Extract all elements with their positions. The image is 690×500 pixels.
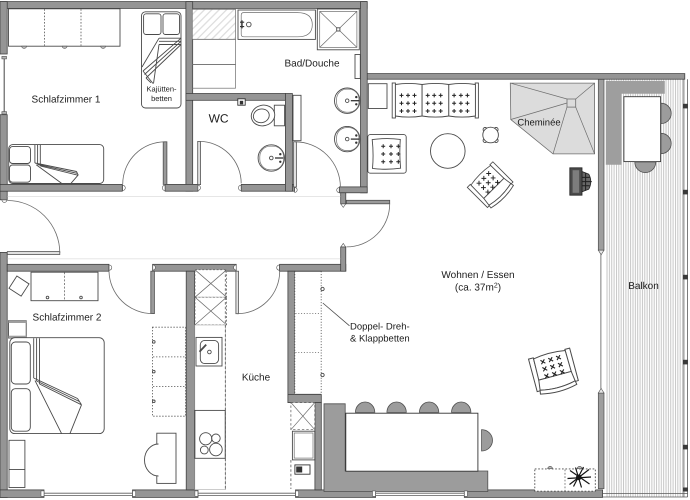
svg-text:& Klappbetten: & Klappbetten bbox=[350, 334, 410, 345]
svg-text:Kajütten-: Kajütten- bbox=[146, 85, 177, 94]
svg-text:Schlafzimmer 1: Schlafzimmer 1 bbox=[32, 95, 101, 106]
svg-text:Balkon: Balkon bbox=[628, 281, 659, 292]
svg-text:(ca. 37m2): (ca. 37m2) bbox=[455, 283, 501, 294]
svg-text:Bad/Douche: Bad/Douche bbox=[284, 59, 339, 70]
svg-text:Cheminée: Cheminée bbox=[517, 118, 560, 129]
svg-text:Küche: Küche bbox=[242, 373, 271, 384]
svg-text:Doppel- Dreh-: Doppel- Dreh- bbox=[350, 322, 410, 333]
svg-text:betten: betten bbox=[151, 94, 172, 103]
svg-text:Schlafzimmer 2: Schlafzimmer 2 bbox=[33, 313, 102, 324]
svg-text:WC: WC bbox=[209, 112, 229, 126]
svg-text:Wohnen / Essen: Wohnen / Essen bbox=[441, 270, 514, 281]
